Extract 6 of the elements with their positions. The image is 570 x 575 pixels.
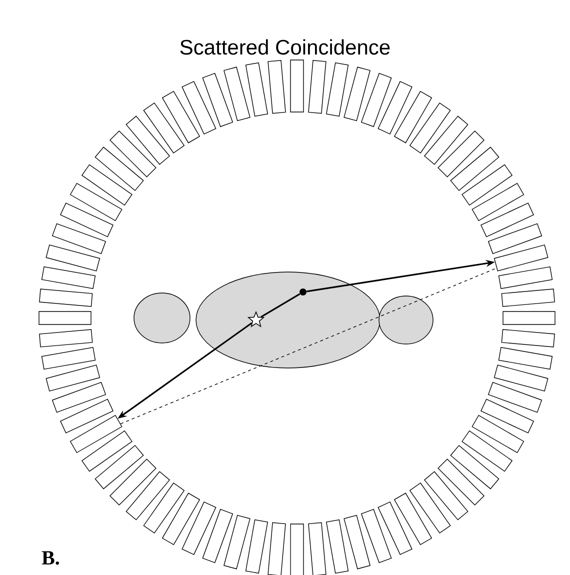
photon-path bbox=[260, 293, 300, 318]
detector-box bbox=[494, 244, 548, 272]
scatter-line bbox=[120, 268, 497, 424]
title: Scattered Coincidence bbox=[180, 39, 390, 55]
panel-label: B. bbox=[42, 551, 59, 565]
scatter-point bbox=[300, 288, 306, 296]
